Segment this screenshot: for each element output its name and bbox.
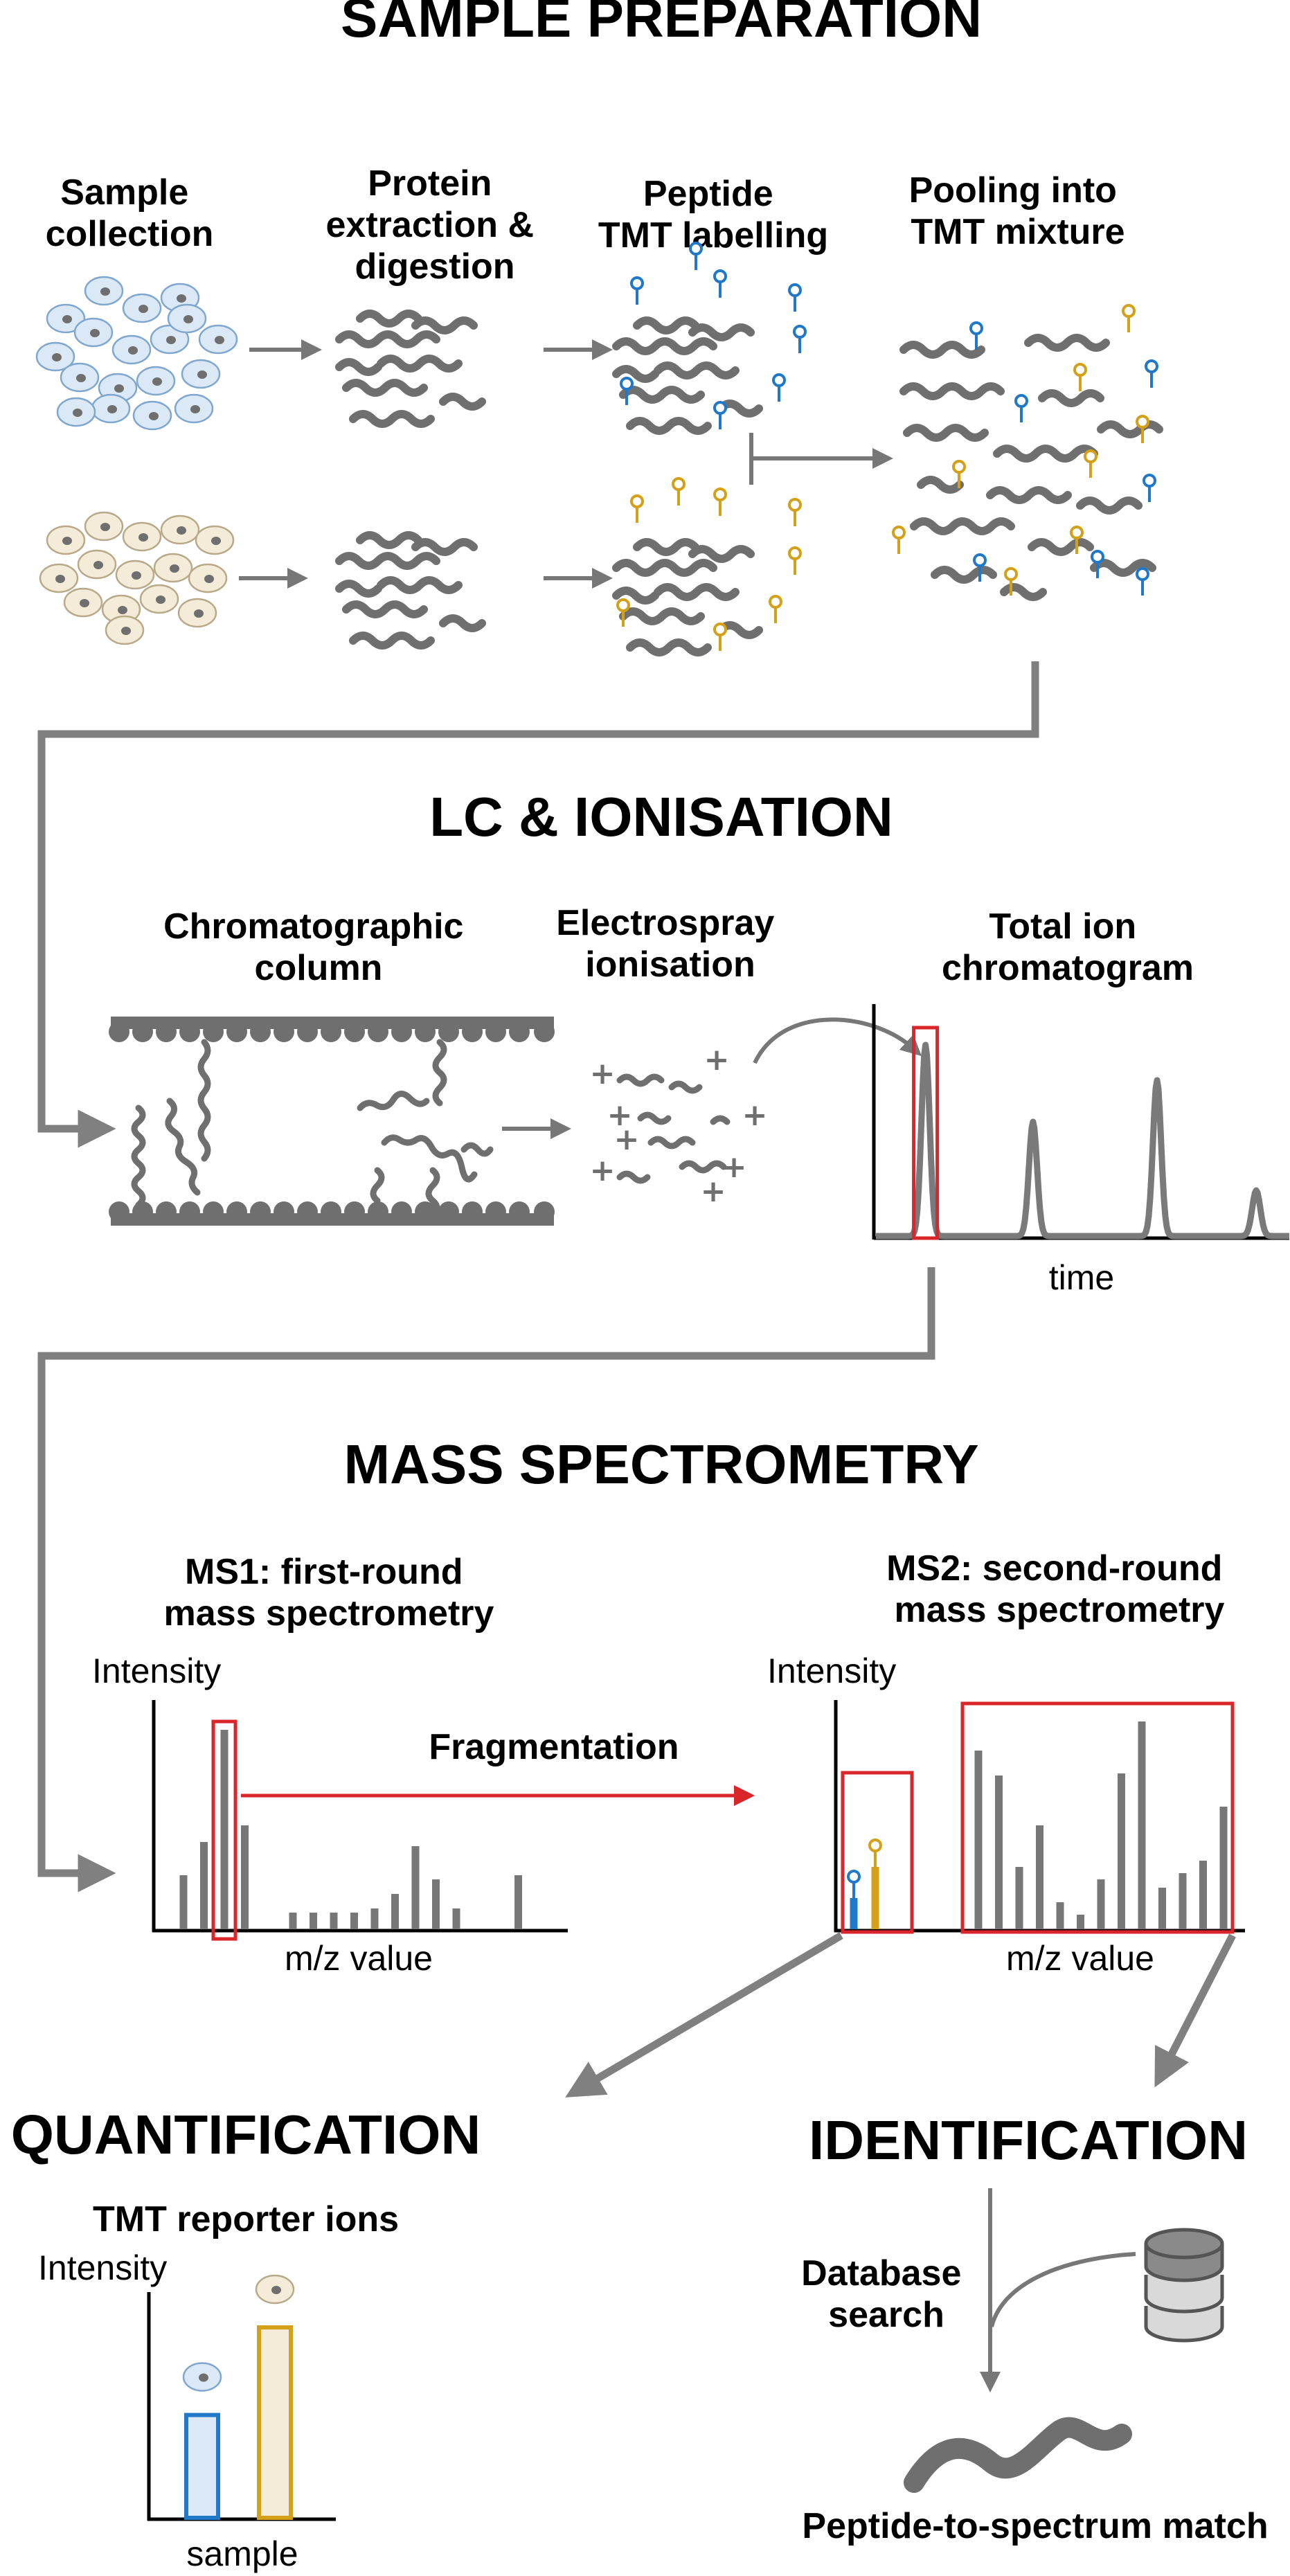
ms2-mz-label: m/z value — [1006, 1939, 1154, 1978]
svg-text:+: + — [742, 1098, 768, 1133]
tmt-reporter-ions-title: TMT reporter ions — [93, 2199, 399, 2239]
cell-nucleus — [271, 2286, 281, 2294]
arrow-to-identification — [1154, 1933, 1236, 2088]
ms2-fragment-box — [960, 1701, 1235, 1934]
ms2-fragment-bar — [1056, 1902, 1064, 1929]
ms1-bar — [330, 1913, 338, 1929]
label-tmt-labelling: Peptide TMT labelling — [598, 174, 828, 256]
ms1-bar — [310, 1913, 317, 1929]
label-sample-collection: Sample collection — [46, 172, 214, 254]
svg-text:+: + — [590, 1153, 616, 1188]
ms2-fragment-bar — [1036, 1825, 1043, 1929]
ms2-fragment-bar — [1015, 1867, 1023, 1929]
ms2-reporter-ion-box — [841, 1771, 914, 1934]
digested-peptides-1 — [339, 314, 482, 424]
chromatographic-column — [109, 1017, 555, 1226]
matched-peptide — [904, 2417, 1132, 2493]
quant-sample-label: sample — [186, 2534, 298, 2573]
reporter-ion-bar — [257, 2325, 293, 2520]
ms2-fragment-bar — [1097, 1879, 1105, 1929]
ms1-bar — [179, 1875, 188, 1929]
section-title-mass-spectrometry: MASS SPECTROMETRY — [343, 1433, 978, 1495]
total-ion-chromatogram-chart — [872, 1004, 1290, 1240]
arrow-esi-to-tic — [753, 1017, 922, 1064]
ms2-fragment-bar — [974, 1751, 983, 1929]
ms1-bar — [432, 1879, 440, 1929]
reporter-ion-bar — [184, 2413, 220, 2520]
tmt-labelled-peptides-gold — [616, 477, 802, 652]
section-title-quantification: QUANTIFICATION — [11, 2104, 481, 2165]
ms2-fragment-bar — [1138, 1721, 1146, 1929]
reporter-tag-head — [868, 1839, 882, 1852]
label-pooling: Pooling into TMT mixture — [909, 170, 1127, 252]
ms1-spectrum-chart — [152, 1700, 568, 1941]
ms2-fragment-bar — [1077, 1915, 1084, 1929]
pooled-tmt-mixture — [892, 304, 1163, 601]
tmt-labelled-peptides-blue — [616, 242, 807, 431]
ms2-reporter-ion-bar — [871, 1867, 879, 1929]
ms2-spectrum-chart — [834, 1700, 1245, 1934]
tmt-reporter-ion-chart — [147, 2274, 336, 2521]
section-title-lc-ionisation: LC & IONISATION — [429, 786, 893, 848]
ms1-bar — [411, 1846, 420, 1929]
ms2-fragment-bar — [1118, 1773, 1125, 1929]
blue-cell-cluster — [35, 276, 238, 431]
tic-trace — [874, 1041, 1290, 1240]
label-electrospray: Electrospray ionisation — [556, 903, 785, 985]
arrow-to-quantification — [565, 1932, 843, 2098]
ms2-intensity-label: Intensity — [767, 1652, 896, 1690]
ms1-bar — [391, 1894, 399, 1929]
ms2-fragment-bar — [1219, 1807, 1228, 1929]
svg-text:+: + — [607, 1098, 633, 1133]
ms2-fragment-bar — [995, 1776, 1003, 1929]
section-title-identification: IDENTIFICATION — [809, 2109, 1248, 2171]
label-chromatographic-column: Chromatographic column — [163, 906, 474, 988]
tic-selected-peak-box — [912, 1026, 940, 1240]
database-search-label: Database search — [801, 2253, 971, 2335]
flow-prep-to-lc — [37, 661, 1039, 1148]
svg-text:+: + — [590, 1056, 616, 1091]
ms1-bar — [220, 1730, 229, 1929]
ms1-title: MS1: first-round mass spectrometry — [164, 1552, 494, 1634]
ms2-fragment-bar — [1179, 1873, 1187, 1929]
ms1-intensity-label: Intensity — [92, 1652, 221, 1690]
ms2-title: MS2: second-round mass spectrometry — [886, 1548, 1233, 1630]
beige-cell-cluster — [39, 511, 235, 645]
svg-text:+: + — [704, 1042, 730, 1077]
ms1-bar — [350, 1913, 358, 1929]
cell-nucleus — [199, 2373, 208, 2382]
ms1-bar — [452, 1908, 460, 1929]
ms1-bar — [241, 1825, 249, 1929]
psm-label: Peptide-to-spectrum match — [802, 2506, 1268, 2546]
ms1-precursor-box — [211, 1719, 238, 1941]
fragmentation-label: Fragmentation — [429, 1727, 679, 1767]
flow-lc-to-ms — [37, 1267, 935, 1893]
tic-time-label: time — [1049, 1258, 1114, 1297]
ms2-fragment-bar — [1158, 1888, 1166, 1929]
svg-text:+: + — [614, 1122, 640, 1157]
ms1-mz-label: m/z value — [285, 1939, 433, 1978]
svg-text:+: + — [701, 1174, 726, 1209]
database-icon — [1144, 2228, 1224, 2343]
section-title-sample-preparation: SAMPLE PREPARATION — [341, 0, 982, 48]
ms1-bar — [289, 1913, 297, 1929]
electrospray-ions: ++ ++ ++ ++ — [590, 1042, 768, 1209]
reporter-tag-head — [847, 1870, 861, 1884]
label-total-ion-chromatogram: Total ion chromatogram — [942, 906, 1194, 988]
ms1-bar — [514, 1875, 522, 1929]
quant-intensity-label: Intensity — [38, 2248, 167, 2287]
ms1-bar — [200, 1842, 208, 1929]
ms2-fragment-bar — [1199, 1861, 1207, 1929]
ms2-reporter-ion-bar — [850, 1898, 858, 1929]
digested-peptides-2 — [339, 535, 482, 645]
ms1-bar — [370, 1908, 379, 1929]
database-link-curve — [989, 2252, 1136, 2327]
label-protein-extraction: Protein extraction & digestion — [326, 163, 544, 287]
